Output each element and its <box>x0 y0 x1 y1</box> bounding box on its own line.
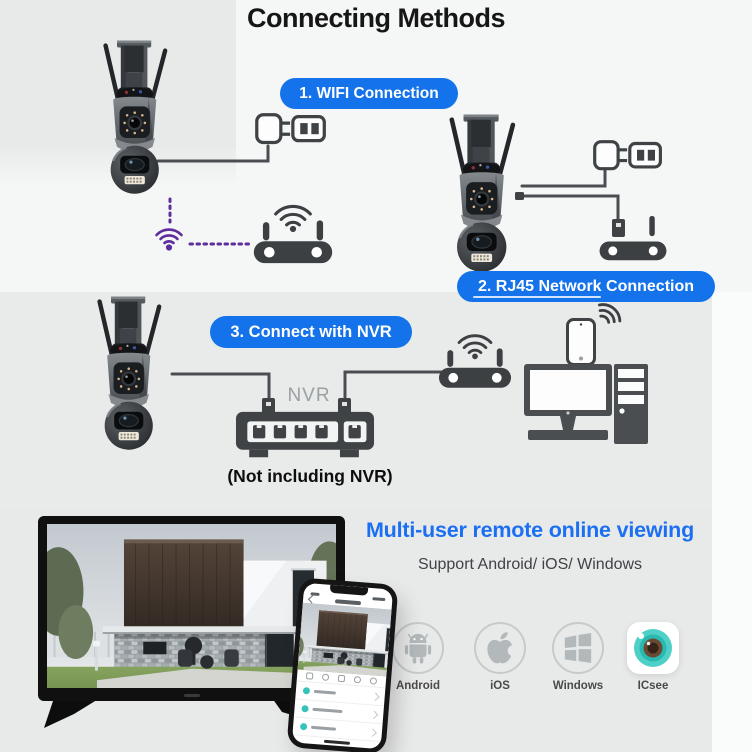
viewing-subtitle: Support Android/ iOS/ Windows <box>417 556 643 573</box>
tv-stand-leg <box>44 698 100 728</box>
platform-label: ICsee <box>637 680 669 692</box>
pc-tower-icon <box>614 364 648 444</box>
playback-icon <box>337 674 346 683</box>
security-camera-3 <box>92 290 168 455</box>
viewing-title: Multi-user remote online viewing <box>365 518 695 542</box>
icsee-icon <box>634 629 672 667</box>
security-camera-1 <box>98 34 174 199</box>
page-title: Connecting Methods <box>247 3 505 33</box>
settings-icon <box>369 677 378 685</box>
wifi-router-icon <box>253 204 333 264</box>
monitor-icon <box>524 364 612 440</box>
step-1-label: 1. WIFI Connection <box>299 84 439 102</box>
security-camera-2 <box>444 108 522 277</box>
back-icon <box>307 595 317 604</box>
step-2-label: 2. RJ45 Network Connection <box>477 277 695 295</box>
windows-icon <box>564 633 592 663</box>
tv-screen-house-image <box>47 524 336 688</box>
smartphone-icon <box>566 318 596 366</box>
power-adapter-icon <box>592 137 664 177</box>
app-camera-view <box>297 602 392 677</box>
router-icon <box>599 215 667 261</box>
power-adapter-icon <box>254 110 328 151</box>
chevron-right-icon <box>368 728 377 736</box>
feature-icon <box>302 686 311 695</box>
step-2-badge: 2. RJ45 Network Connection <box>457 271 715 302</box>
step-3-badge: 3. Connect with NVR <box>210 316 412 348</box>
nvr-label: NVR <box>287 385 331 406</box>
wifi-router-icon <box>438 334 512 388</box>
platform-windows: Windows <box>546 622 610 692</box>
nvr-note: (Not including NVR) <box>227 466 393 486</box>
phone-mockup <box>286 577 399 752</box>
apple-icon <box>487 632 515 664</box>
feature-icon <box>299 722 308 731</box>
step-3-label: 3. Connect with NVR <box>230 322 392 341</box>
android-icon <box>404 633 432 664</box>
platform-label: iOS <box>490 680 510 692</box>
chevron-right-icon <box>369 710 378 718</box>
talk-icon <box>353 675 362 684</box>
step-1-badge: 1. WIFI Connection <box>280 78 458 109</box>
tv-brand-logo <box>183 694 200 697</box>
platform-icsee: ICsee <box>621 622 685 692</box>
dotted-wifi-link <box>168 197 254 246</box>
platform-label: Android <box>395 680 441 692</box>
app-menu-list <box>292 681 386 743</box>
wifi-signal-icon <box>155 228 183 251</box>
platform-ios: iOS <box>468 622 532 692</box>
record-icon <box>321 673 330 682</box>
background-patch <box>712 292 752 752</box>
phone-screen <box>291 582 394 750</box>
nvr-device <box>235 411 375 458</box>
platform-label: Windows <box>552 680 604 692</box>
platform-android: Android <box>386 622 450 692</box>
snapshot-icon <box>305 672 314 680</box>
feature-icon <box>301 704 309 713</box>
chevron-right-icon <box>371 692 379 701</box>
underline-decoration <box>473 296 601 298</box>
